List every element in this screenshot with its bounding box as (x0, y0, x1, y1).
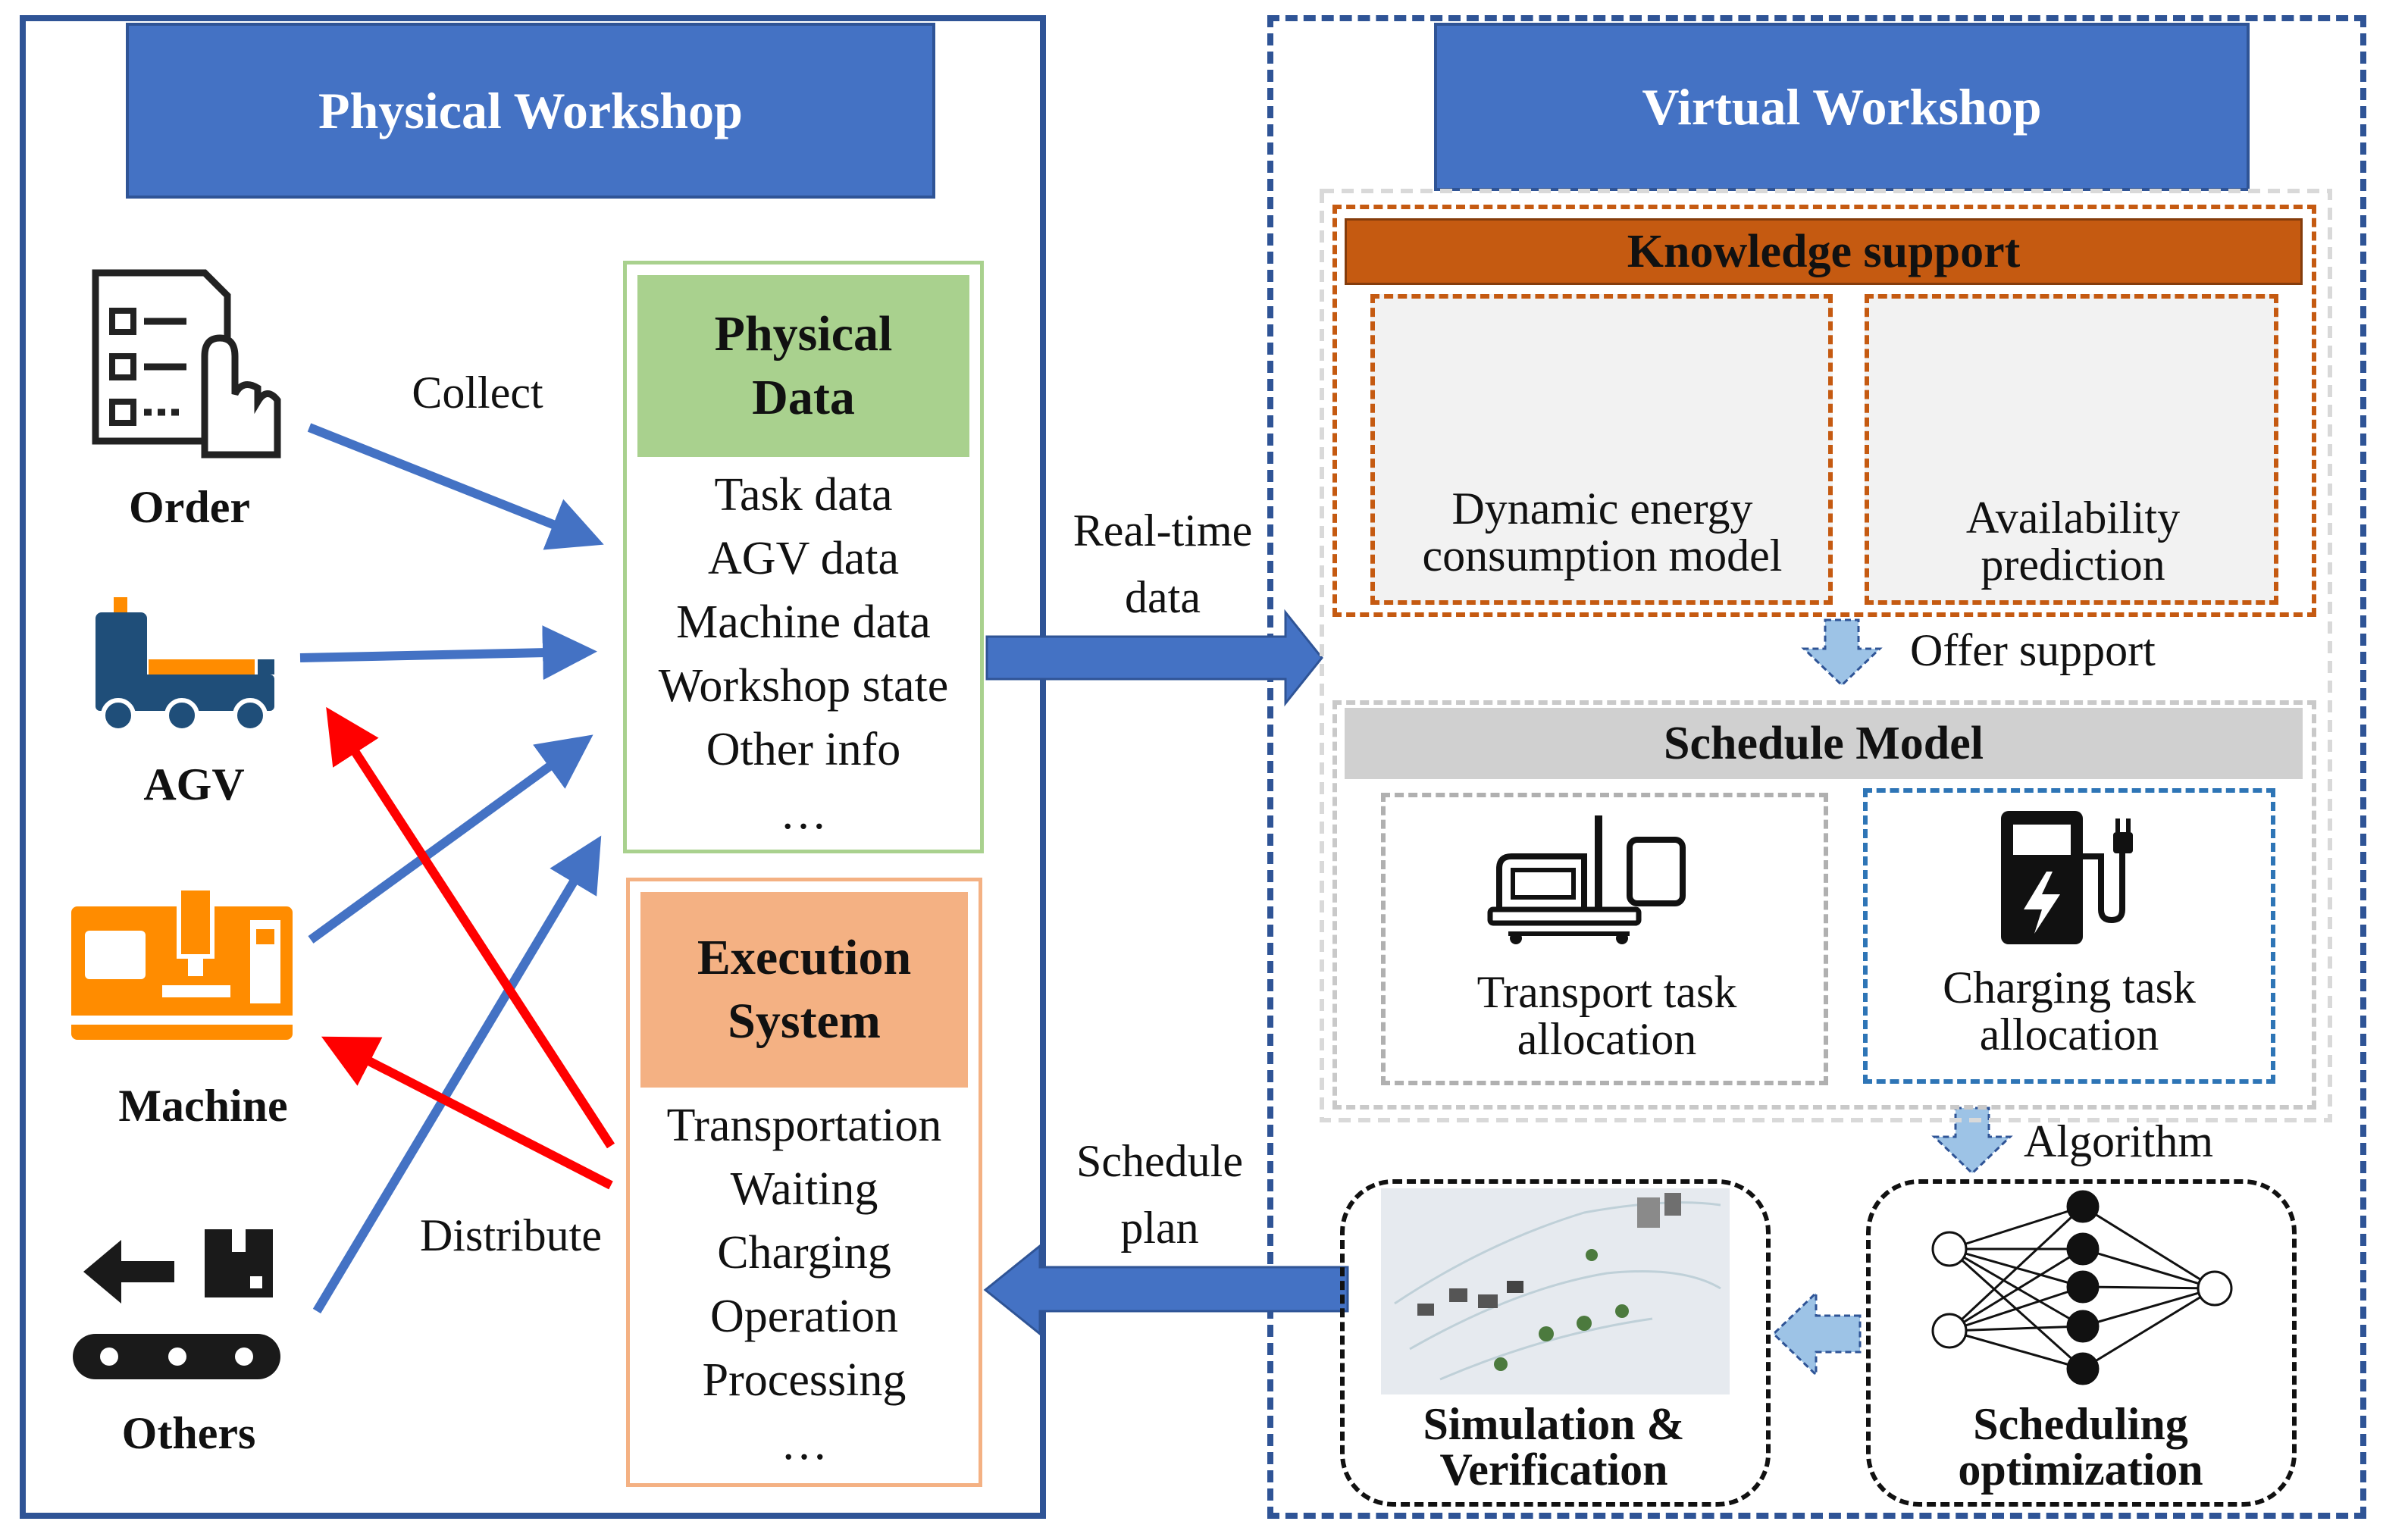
execution-system-title: Execution System (640, 892, 968, 1088)
schedule-model-title: Schedule Model (1345, 708, 2303, 779)
schedule-plan-label: Schedule plan (1076, 1136, 1243, 1253)
simulation-screenshot (1381, 1188, 1730, 1394)
arrow-exec-to-machine (321, 1036, 613, 1190)
list-item: Transportation (666, 1100, 942, 1151)
list-item: Processing (702, 1354, 907, 1406)
neural-network-icon (1931, 1190, 2233, 1385)
list-item: Waiting (730, 1163, 878, 1215)
schedule-model-group (1332, 700, 2316, 1110)
list-item: … (781, 1418, 828, 1470)
energy-model-card (1370, 294, 1833, 605)
list-item: Task data (714, 469, 893, 521)
order-icon (92, 269, 281, 459)
simulation-card (1340, 1179, 1771, 1507)
simulation-label: Simulation & Verification (1423, 1399, 1685, 1495)
availability-label: Availability prediction (1965, 493, 2181, 590)
collect-arrows (299, 423, 604, 1314)
collect-label: Collect (412, 367, 543, 418)
physical-data-title: Physical Data (637, 275, 969, 457)
agv-label: AGV (143, 759, 245, 809)
arrow-machine-to-data (308, 734, 593, 944)
transport-task-card (1381, 793, 1828, 1085)
offer-support-label: Offer support (1910, 625, 2156, 675)
arrow-exec-to-agv (326, 706, 615, 1149)
list-item: Workshop state (658, 660, 949, 712)
charging-task-label: Charging task allocation (1943, 962, 2196, 1060)
realtime-data-label: Real-time data (1073, 506, 1253, 622)
availability-card (1865, 294, 2278, 605)
knowledge-support-title: Knowledge support (1345, 218, 2303, 285)
transport-task-label: Transport task allocation (1476, 967, 1737, 1064)
algorithm-arrow (1931, 1106, 2013, 1175)
list-item: Operation (710, 1291, 898, 1342)
arrow-agv-to-data (299, 625, 597, 681)
realtime-data-arrow (985, 609, 1323, 707)
list-item: … (780, 787, 827, 839)
machine-icon (71, 886, 293, 1040)
energy-model-label: Dynamic energy consumption model (1422, 484, 1783, 581)
others-label: Others (121, 1407, 256, 1458)
knowledge-support-group (1332, 205, 2316, 617)
arrow-order-to-data (307, 423, 604, 550)
optimization-card (1866, 1179, 2297, 1507)
charging-station-icon (2001, 811, 2133, 944)
transport-task-icon (1487, 815, 1686, 944)
list-item: Charging (717, 1227, 891, 1279)
order-label: Order (129, 481, 250, 532)
list-item: Other info (706, 724, 901, 775)
physical-data-panel: Physical Data Task data AGV data Machine… (623, 261, 984, 853)
distribute-label: Distribute (420, 1210, 602, 1260)
charging-task-card (1863, 788, 2275, 1084)
virtual-workshop-frame (1267, 15, 2366, 1519)
execution-system-list: Transportation Waiting Charging Operatio… (630, 1094, 979, 1476)
others-icon (73, 1229, 280, 1379)
offer-support-arrow (1801, 618, 1883, 687)
machine-label: Machine (118, 1080, 288, 1131)
optimization-label: Scheduling optimization (1958, 1399, 2203, 1495)
execution-system-panel: Execution System Transportation Waiting … (626, 878, 982, 1487)
distribute-arrows (321, 706, 615, 1190)
physical-workshop-title: Physical Workshop (126, 23, 935, 199)
list-item: AGV data (708, 533, 899, 584)
optimization-to-simulation-arrow (1771, 1290, 1862, 1378)
schedule-plan-arrow (983, 1243, 1349, 1337)
physical-data-list: Task data AGV data Machine data Workshop… (627, 463, 980, 845)
physical-workshop-frame (20, 15, 1046, 1519)
agv-icon (96, 597, 274, 733)
list-item: Machine data (676, 596, 931, 648)
algorithm-label: Algorithm (2024, 1116, 2213, 1166)
arrow-others-to-data (312, 835, 602, 1314)
virtual-inner-frame (1320, 189, 2332, 1122)
